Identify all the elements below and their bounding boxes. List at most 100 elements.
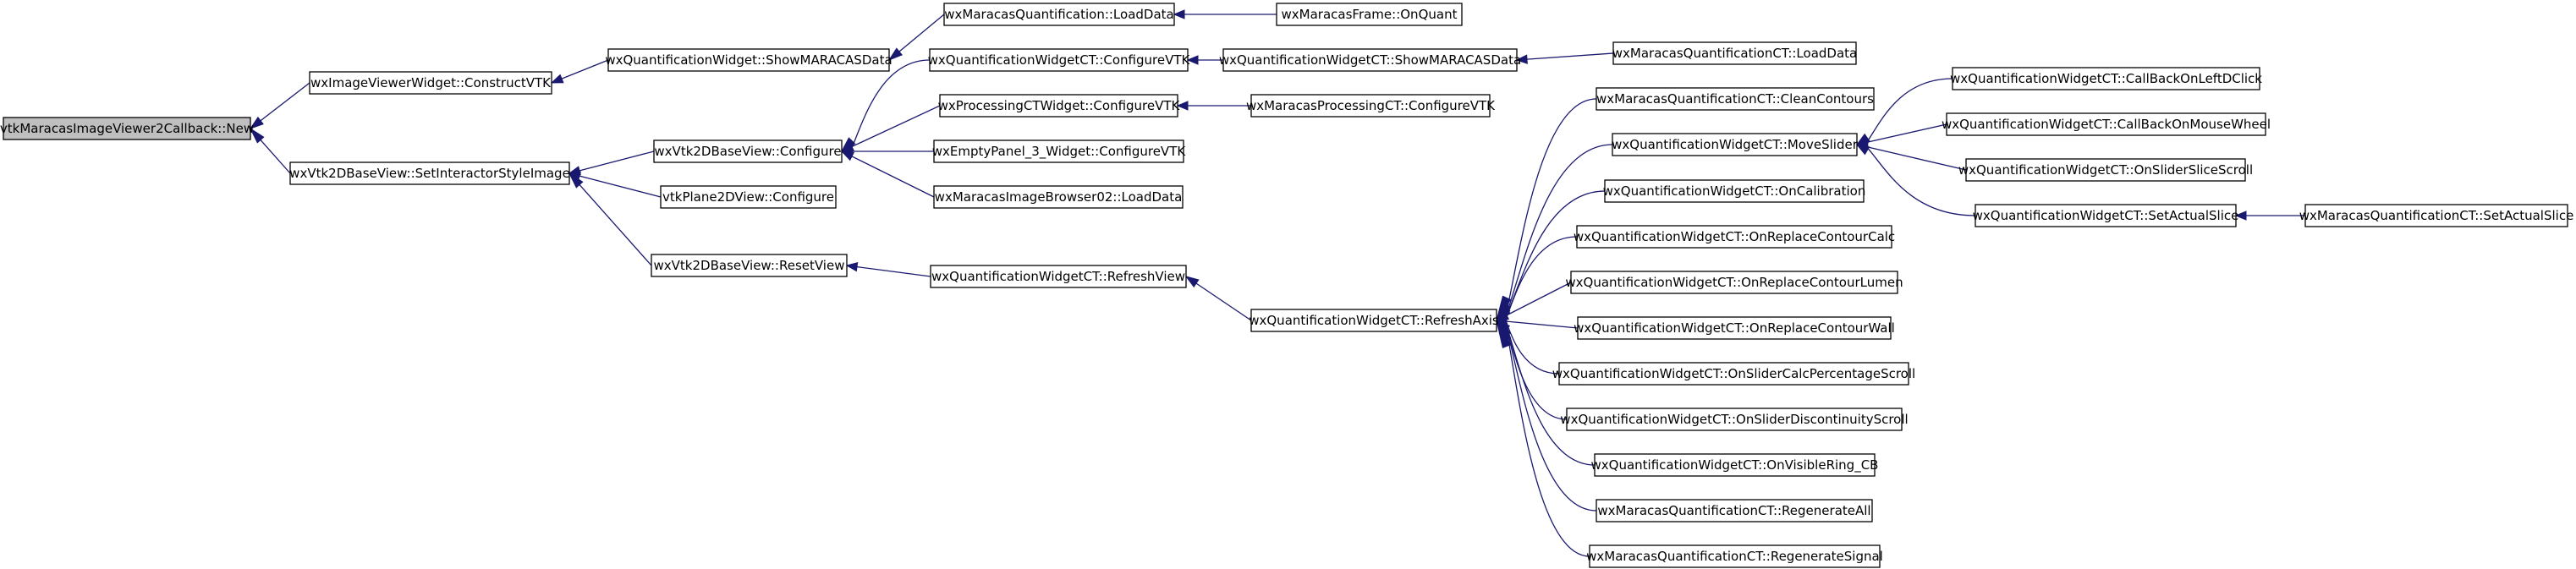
edge-n_cbmw-to-n_ms — [1855, 123, 1947, 147]
edge-n_ep3-to-n_v2dc — [840, 146, 934, 156]
node-box[interactable] — [1965, 158, 2246, 182]
node-box[interactable] — [1594, 453, 1876, 477]
node-n_v2rv[interactable]: wxVtk2DBaseView::ResetView — [651, 254, 848, 277]
node-n_p2dc[interactable]: vtkPlane2DView::Configure — [660, 185, 837, 209]
node-box[interactable] — [1276, 3, 1463, 26]
node-n_mqsas[interactable]: wxMaracasQuantificationCT::SetActualSlic… — [2299, 204, 2574, 227]
node-n_orcc[interactable]: wxQuantificationWidgetCT::OnReplaceConto… — [1574, 225, 1895, 249]
node-n_qcsm[interactable]: wxQuantificationWidgetCT::ShowMARACASDat… — [1219, 48, 1521, 72]
edge-line — [1506, 98, 1597, 312]
node-box[interactable] — [1952, 67, 2260, 90]
node-n_cbmw[interactable]: wxQuantificationWidgetCT::CallBackOnMous… — [1942, 112, 2271, 136]
node-box[interactable] — [2304, 204, 2568, 227]
node-n_mqcld[interactable]: wxMaracasQuantificationCT::LoadData — [1612, 41, 1857, 65]
edge-line — [851, 105, 941, 148]
node-box[interactable] — [930, 265, 1187, 288]
node-n_v2dc[interactable]: wxVtk2DBaseView::Configure — [653, 140, 843, 163]
edges-layer — [249, 9, 2305, 557]
node-box[interactable] — [1975, 204, 2237, 227]
arrowhead-icon — [550, 74, 564, 84]
node-n_root[interactable]: vtkMaracasImageViewer2Callback::New — [0, 117, 254, 140]
node-box[interactable] — [943, 3, 1175, 26]
arrowhead-icon — [1855, 144, 1870, 156]
edge-line — [1506, 322, 1560, 375]
node-label: wxMaracasProcessingCT::ConfigureVTK — [1246, 98, 1496, 113]
node-n_qcvtk[interactable]: wxQuantificationWidgetCT::ConfigureVTK — [928, 48, 1191, 72]
edge-n_mfoq-to-n_mqld — [1173, 9, 1277, 19]
node-box[interactable] — [309, 71, 552, 95]
node-box[interactable] — [1250, 309, 1497, 332]
edge-line — [579, 150, 655, 172]
node-n_cc[interactable]: wxMaracasQuantificationCT::CleanContours — [1596, 87, 1875, 111]
node-n_ms[interactable]: wxQuantificationWidgetCT::MoveSlider — [1612, 133, 1859, 156]
edge-n_mpcv-to-n_pcvtk — [1176, 101, 1251, 111]
node-box[interactable] — [660, 185, 837, 209]
node-n_qwsm[interactable]: wxQuantificationWidget::ShowMARACASData — [605, 48, 893, 72]
node-box[interactable] — [1576, 225, 1892, 249]
node-n_cbld[interactable]: wxQuantificationWidgetCT::CallBackOnLeft… — [1950, 67, 2262, 90]
node-n_mib02[interactable]: wxMaracasImageBrowser02::LoadData — [933, 185, 1184, 209]
node-box[interactable] — [929, 48, 1189, 72]
node-n_ivw[interactable]: wxImageViewerWidget::ConstructVTK — [309, 71, 552, 95]
node-box[interactable] — [1222, 48, 1518, 72]
node-box[interactable] — [1558, 362, 1909, 386]
node-box[interactable] — [933, 185, 1184, 209]
node-label: wxMaracasImageBrowser02::LoadData — [935, 189, 1183, 205]
node-n_orcw[interactable]: wxQuantificationWidgetCT::OnReplaceConto… — [1574, 316, 1895, 340]
edge-n_mqsas-to-n_sas — [2234, 211, 2305, 221]
edge-n_sisi-to-n_root — [249, 127, 291, 174]
node-box[interactable] — [1250, 94, 1491, 118]
node-box[interactable] — [1612, 41, 1857, 65]
node-n_mfoq[interactable]: wxMaracasFrame::OnQuant — [1276, 3, 1463, 26]
node-box[interactable] — [607, 48, 890, 72]
node-n_ep3[interactable]: wxEmptyPanel_3_Widget::ConfigureVTK — [932, 140, 1187, 163]
arrowhead-icon — [1515, 54, 1528, 64]
node-n_sas[interactable]: wxQuantificationWidgetCT::SetActualSlice — [1973, 204, 2239, 227]
node-n_mqld[interactable]: wxMaracasQuantification::LoadData — [943, 3, 1175, 26]
node-n_sisi[interactable]: wxVtk2DBaseView::SetInteractorStyleImage — [289, 161, 570, 185]
node-n_qcra[interactable]: wxQuantificationWidgetCT::RefreshAxis — [1249, 309, 1499, 332]
node-box[interactable] — [1604, 179, 1865, 203]
edge-line — [579, 175, 662, 198]
node-box[interactable] — [289, 161, 570, 185]
edge-line — [1506, 236, 1578, 318]
node-label: wxQuantificationWidgetCT::OnSliderSliceS… — [1958, 162, 2253, 178]
node-n_oscp[interactable]: wxQuantificationWidgetCT::OnSliderCalcPe… — [1552, 362, 1915, 386]
edge-line — [1866, 123, 1947, 143]
node-box[interactable] — [1570, 271, 1898, 294]
node-box[interactable] — [1612, 133, 1858, 156]
node-label: wxQuantificationWidgetCT::OnSliderDiscon… — [1560, 412, 1908, 427]
edge-n_qcsm-to-n_qcvtk — [1186, 55, 1223, 65]
edge-n_pcvtk-to-n_v2dc — [840, 105, 941, 152]
node-n_qcrv[interactable]: wxQuantificationWidgetCT::RefreshView — [930, 265, 1187, 288]
node-box[interactable] — [1566, 408, 1903, 431]
node-box[interactable] — [1946, 112, 2266, 136]
node-box[interactable] — [1589, 544, 1881, 568]
node-n_ovr[interactable]: wxQuantificationWidgetCT::OnVisibleRing_… — [1591, 453, 1879, 477]
node-box[interactable] — [651, 254, 848, 277]
node-n_pcvtk[interactable]: wxProcessingCTWidget::ConfigureVTK — [938, 94, 1181, 118]
arrowhead-icon — [1173, 9, 1185, 19]
node-label: wxQuantificationWidgetCT::CallBackOnMous… — [1942, 117, 2271, 132]
root-node-box[interactable] — [3, 117, 251, 140]
node-n_rsig[interactable]: wxMaracasQuantificationCT::RegenerateSig… — [1586, 544, 1883, 568]
node-box[interactable] — [1577, 316, 1892, 340]
node-n_orcl[interactable]: wxQuantificationWidgetCT::OnReplaceConto… — [1565, 271, 1903, 294]
edge-line — [851, 156, 935, 198]
node-n_rall[interactable]: wxMaracasQuantificationCT::RegenerateAll — [1596, 499, 1873, 522]
node-box[interactable] — [1596, 87, 1875, 111]
node-n_osds[interactable]: wxQuantificationWidgetCT::OnSliderDiscon… — [1560, 408, 1909, 431]
edge-line — [561, 59, 609, 79]
edge-n_v2rv-to-n_sisi — [568, 172, 652, 266]
node-n_mpcv[interactable]: wxMaracasProcessingCT::ConfigureVTK — [1246, 94, 1496, 118]
arrowhead-icon — [249, 116, 264, 129]
node-n_oss[interactable]: wxQuantificationWidgetCT::OnSliderSliceS… — [1958, 158, 2253, 182]
node-box[interactable] — [653, 140, 843, 163]
edge-line — [260, 82, 310, 122]
node-box[interactable] — [939, 94, 1178, 118]
arrowhead-icon — [887, 47, 904, 62]
node-box[interactable] — [933, 140, 1184, 163]
node-box[interactable] — [1596, 499, 1873, 522]
edge-line — [898, 14, 945, 52]
node-n_ocal[interactable]: wxQuantificationWidgetCT::OnCalibration — [1603, 179, 1866, 203]
